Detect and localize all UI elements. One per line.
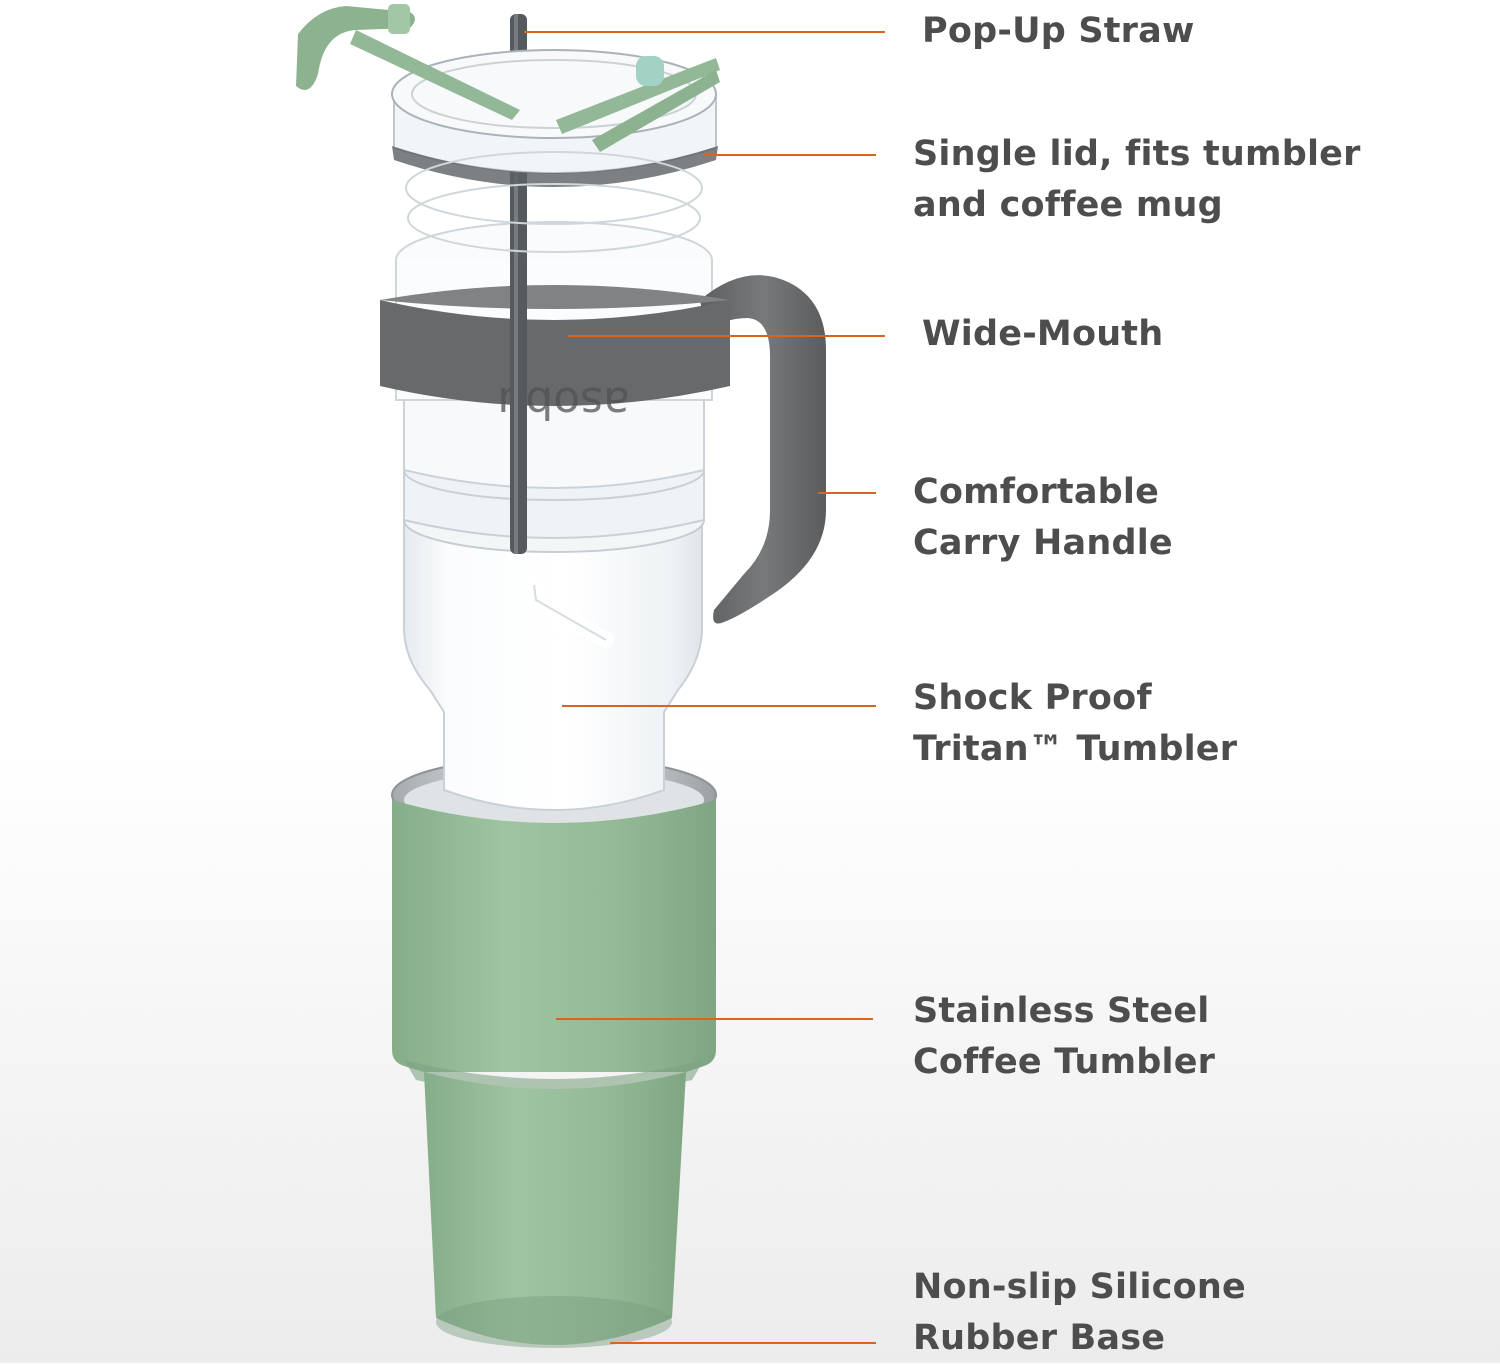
leader-line-straw [524,31,885,33]
callout-line: and coffee mug [913,185,1223,225]
leader-line-tritan [562,705,876,707]
leader-line-wide-mouth [568,335,885,337]
leader-line-steel [556,1018,873,1020]
callout-silicone-base: Non-slip Silicone Rubber Base [913,1262,1246,1364]
callout-tritan-tumbler: Shock Proof Tritan™ Tumbler [913,673,1237,775]
callout-carry-handle: Comfortable Carry Handle [913,467,1173,569]
leader-line-handle [818,492,876,494]
callout-pop-up-straw: Pop-Up Straw [922,6,1195,57]
leader-line-base [610,1342,876,1344]
callout-line: Carry Handle [913,523,1173,563]
callout-wide-mouth: Wide-Mouth [922,309,1163,360]
steel-sleeve-icon [391,756,717,1348]
callout-line: Comfortable [913,472,1160,512]
callout-line: Single lid, fits tumbler [913,134,1361,174]
callout-line: Stainless Steel [913,991,1210,1031]
callout-single-lid: Single lid, fits tumbler and coffee mug [913,129,1361,231]
handle-band-icon: asobu [380,275,826,624]
callout-line: Tritan™ Tumbler [913,729,1238,769]
tritan-cup-icon [395,221,713,811]
callout-line: Non-slip Silicone [913,1267,1246,1307]
callout-line: Pop-Up Straw [922,11,1195,51]
straw-flap-icon [296,4,720,152]
callout-line: Wide-Mouth [922,314,1164,354]
callout-steel-tumbler: Stainless Steel Coffee Tumbler [913,986,1215,1088]
callout-line: Rubber Base [913,1318,1166,1358]
leader-line-lid [704,154,876,156]
callout-line: Shock Proof [913,678,1152,718]
callout-line: Coffee Tumbler [913,1042,1216,1082]
